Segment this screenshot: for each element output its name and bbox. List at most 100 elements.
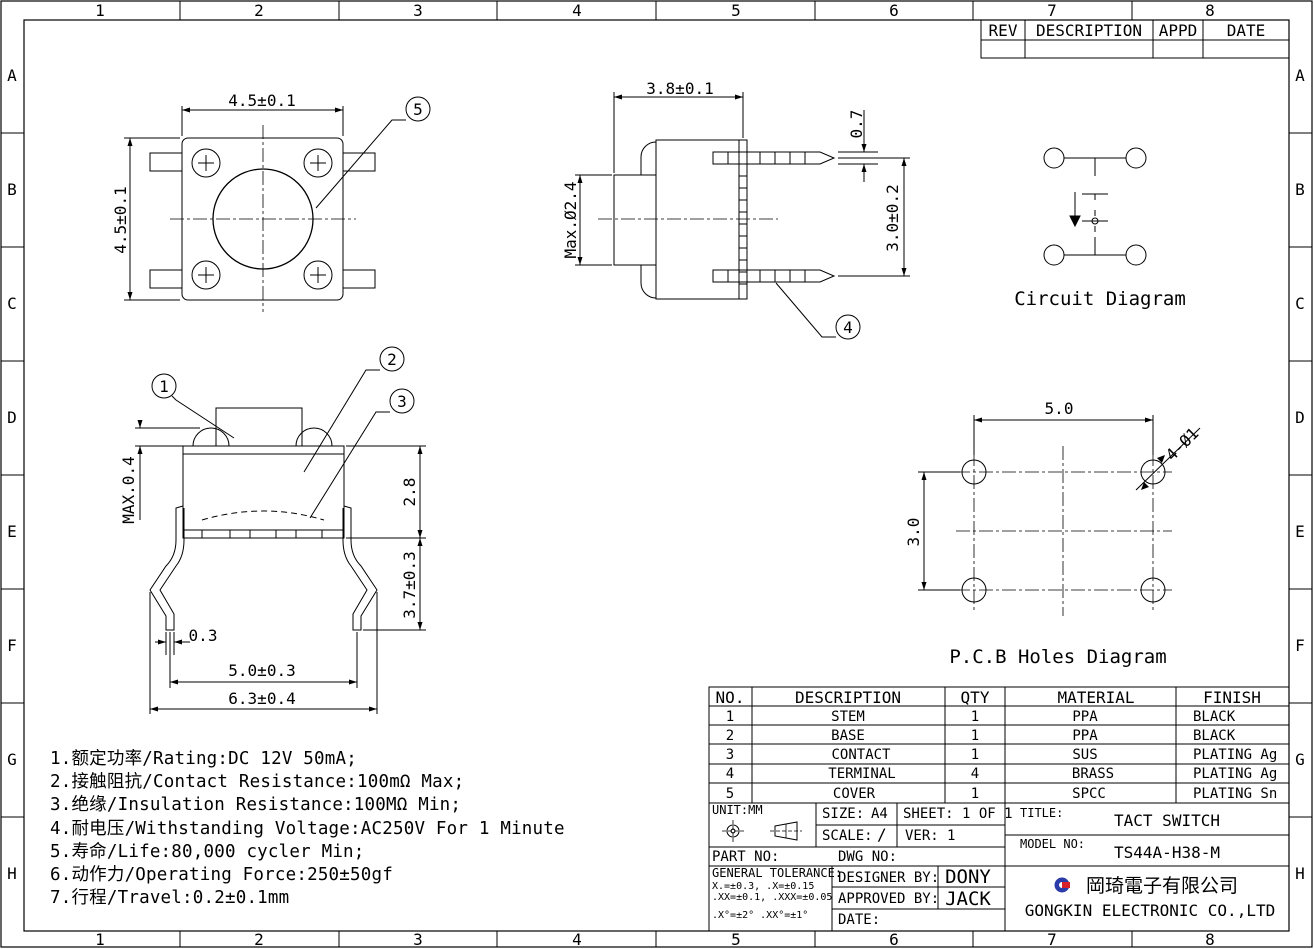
row-label: F	[7, 636, 17, 655]
scale-label: SCALE:	[822, 828, 873, 844]
dim-width-03: 0.3	[189, 626, 218, 645]
tolerance-line: .XX=±0.1, .XXX=±0.05	[712, 892, 832, 903]
bom-header: MATERIAL	[1057, 688, 1134, 707]
size-label: SIZE:	[822, 806, 864, 822]
note-line: 7.行程/Travel:0.2±0.1mm	[50, 888, 290, 909]
bom-cell: BLACK	[1193, 709, 1236, 725]
dim-side-top-width: 3.8±0.1	[646, 79, 713, 98]
bom-cell: STEM	[831, 709, 865, 725]
row-label: G	[1295, 750, 1305, 769]
pcb-label: P.C.B Holes Diagram	[949, 646, 1166, 668]
row-label: D	[7, 408, 17, 427]
bom-cell: 2	[726, 728, 734, 744]
col-label: 5	[731, 1, 741, 20]
bom-header: DESCRIPTION	[795, 688, 901, 707]
rev-header: APPD	[1159, 21, 1198, 40]
approved-label: APPROVED BY:	[838, 891, 939, 907]
row-label: E	[1295, 522, 1305, 541]
title-block	[708, 802, 1290, 932]
row-label: C	[7, 294, 17, 313]
bom-header: QTY	[961, 688, 990, 707]
col-label: 4	[572, 930, 582, 949]
dim-pcb-width: 5.0	[1045, 399, 1074, 418]
row-label: A	[7, 66, 17, 85]
col-label: 6	[889, 1, 899, 20]
row-label: B	[1295, 180, 1305, 199]
bom-cell: SUS	[1072, 747, 1097, 763]
col-label: 3	[413, 1, 423, 20]
row-label: B	[7, 180, 17, 199]
note-line: 6.动作力/Operating Force:250±50gf	[50, 865, 393, 886]
circuit-diagram	[1043, 147, 1147, 266]
front-view	[135, 346, 426, 714]
designer-value: DONY	[945, 866, 991, 888]
title-label: TITLE:	[1020, 806, 1063, 820]
dim-pin-spacing: 3.0±0.2	[883, 184, 902, 251]
pcb-holes-diagram	[918, 415, 1201, 616]
callout-2: 2	[387, 350, 397, 369]
bom-cell: PLATING Ag	[1193, 766, 1277, 782]
bom-header: NO.	[716, 688, 745, 707]
row-label: G	[7, 750, 17, 769]
col-label: 2	[254, 930, 264, 949]
bom-cell: 1	[726, 709, 734, 725]
ver-label: VER:	[905, 828, 939, 844]
row-label: A	[1295, 66, 1305, 85]
revision-block	[980, 19, 1290, 59]
note-line: 2.接触阻抗/Contact Resistance:100mΩ Max;	[50, 772, 465, 793]
bom-cell: COVER	[833, 786, 876, 802]
col-label: 8	[1205, 1, 1215, 20]
bom-cell: PLATING Sn	[1193, 786, 1277, 802]
row-label: C	[1295, 294, 1305, 313]
bom-cell: CONTACT	[831, 747, 891, 763]
note-line: 1.额定功率/Rating:DC 12V 50mA;	[50, 749, 357, 769]
bom-cell: TERMINAL	[828, 766, 895, 782]
dim-height-28: 2.8	[400, 478, 419, 507]
part-label: PART NO:	[712, 849, 779, 865]
model-label: MODEL NO:	[1020, 837, 1085, 851]
col-label: 8	[1205, 930, 1215, 949]
title-block-text: UNIT:MM SIZE: A4 SHEET: 1 OF 1 SCALE: / …	[712, 803, 1275, 928]
bom-cell: SPCC	[1072, 786, 1106, 802]
dim-width-63: 6.3±0.4	[228, 689, 295, 708]
dim-max-04: MAX.0.4	[119, 456, 138, 523]
dwg-label: DWG NO:	[838, 849, 897, 865]
tolerance-title: GENERAL TOLERANCE:	[712, 866, 842, 880]
bom-cell: 1	[971, 728, 979, 744]
bom-text: NO. DESCRIPTION QTY MATERIAL FINISH 1 ST…	[716, 688, 1278, 802]
dim-pcb-height: 3.0	[904, 518, 923, 547]
bom-cell: 4	[726, 766, 734, 782]
bom-cell: PPA	[1072, 728, 1098, 744]
designer-label: DESIGNER BY:	[838, 870, 939, 886]
model-value: TS44A-H38-M	[1114, 843, 1220, 862]
circuit-label: Circuit Diagram	[1014, 288, 1186, 310]
unit-label: UNIT:MM	[712, 803, 763, 817]
specification-notes: 1.额定功率/Rating:DC 12V 50mA; 2.接触阻抗/Contac…	[50, 748, 565, 910]
col-label: 4	[572, 1, 582, 20]
row-label: D	[1295, 408, 1305, 427]
bom-cell: PPA	[1072, 709, 1098, 725]
bom-cell: 3	[726, 747, 734, 763]
bom-cell: 1	[971, 747, 979, 763]
dim-pin-width: 0.7	[847, 110, 866, 139]
note-line: 4.耐电压/Withstanding Voltage:AC250V For 1 …	[50, 818, 565, 839]
dim-width-50: 5.0±0.3	[228, 661, 295, 680]
bom-header: FINISH	[1203, 688, 1261, 707]
note-line: 5.寿命/Life:80,000 cycler Min;	[50, 841, 365, 862]
date-label: DATE:	[838, 912, 880, 928]
company-name-cn: 岡琦電子有限公司	[1086, 875, 1238, 897]
title-value: TACT SWITCH	[1114, 811, 1220, 830]
ver-value: 1	[947, 828, 955, 844]
bom-cell: 4	[971, 766, 979, 782]
col-label: 7	[1047, 930, 1057, 949]
col-label: 1	[95, 930, 105, 949]
dim-height-37: 3.7±0.3	[400, 551, 419, 618]
tolerance-line: X.=±0.3, .X=±0.15	[712, 881, 814, 892]
dim-top-width: 4.5±0.1	[228, 91, 295, 110]
sheet-value: SHEET: 1 OF 1	[903, 806, 1013, 822]
bom-cell: 1	[971, 709, 979, 725]
bom-cell: PLATING Ag	[1193, 747, 1277, 763]
col-label: 5	[731, 930, 741, 949]
